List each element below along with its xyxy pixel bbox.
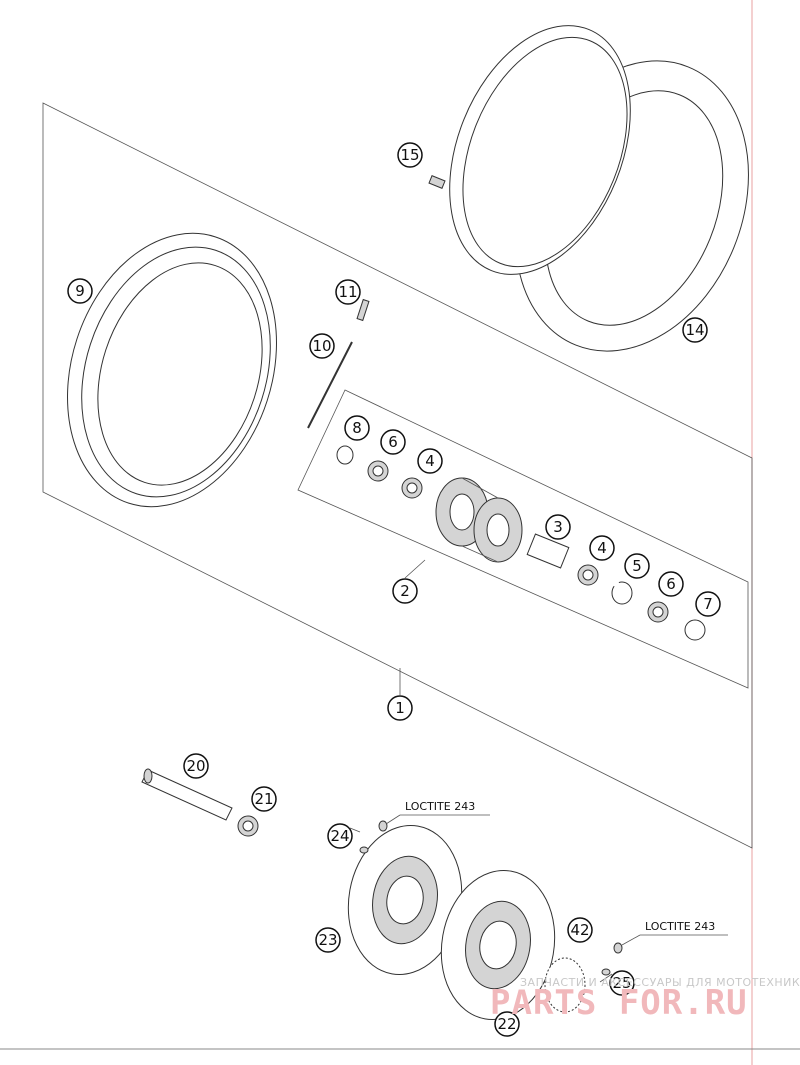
callout-22: 22 bbox=[494, 1011, 520, 1037]
callout-10: 10 bbox=[309, 333, 335, 359]
loctite-note-upper: LOCTITE 243 bbox=[405, 800, 475, 813]
spoke bbox=[307, 341, 353, 429]
assembly-frame-hub bbox=[297, 389, 749, 689]
assembly-frame-wheel bbox=[42, 102, 753, 849]
callout-11: 11 bbox=[335, 279, 361, 305]
callout-5: 5 bbox=[624, 553, 650, 579]
watermark-tagline: ЗАПЧАСТИ И АКСЕССУАРЫ ДЛЯ МОТОТЕХНИКИ bbox=[520, 976, 800, 989]
callout-25: 25 bbox=[609, 970, 635, 996]
screws bbox=[359, 820, 623, 976]
callout-25-text: 25 bbox=[612, 974, 631, 992]
callout-2-text: 2 bbox=[400, 582, 410, 600]
brake-disc-right bbox=[440, 870, 556, 1020]
callout-6b-text: 6 bbox=[666, 575, 676, 593]
callout-4a: 4 bbox=[417, 448, 443, 474]
callout-9-text: 9 bbox=[75, 282, 85, 300]
callout-8-text: 8 bbox=[352, 419, 362, 437]
callout-3: 3 bbox=[545, 514, 571, 540]
callout-11-text: 11 bbox=[338, 283, 357, 301]
callout-6a-text: 6 bbox=[388, 433, 398, 451]
callout-23-text: 23 bbox=[318, 931, 337, 949]
callout-21: 21 bbox=[251, 786, 277, 812]
hub bbox=[435, 477, 523, 563]
callout-10-text: 10 bbox=[312, 337, 331, 355]
rim bbox=[67, 232, 277, 508]
callout-6b: 6 bbox=[658, 571, 684, 597]
callout-23: 23 bbox=[315, 927, 341, 953]
hub-small-parts bbox=[336, 445, 706, 641]
callout-14-text: 14 bbox=[685, 321, 704, 339]
spoke-nipple bbox=[356, 298, 370, 322]
watermark-logo: PARTS FOR.RU bbox=[490, 983, 748, 1023]
leader-lines bbox=[349, 559, 728, 983]
callout-20-text: 20 bbox=[186, 757, 205, 775]
brake-disc-left bbox=[347, 825, 463, 975]
callout-15-text: 15 bbox=[400, 146, 419, 164]
sensor-ring bbox=[544, 957, 586, 1013]
axle-nut bbox=[237, 815, 259, 837]
callout-24-text: 24 bbox=[330, 827, 349, 845]
inner-tube bbox=[428, 25, 631, 275]
callout-42-text: 42 bbox=[570, 921, 589, 939]
callout-6a: 6 bbox=[380, 429, 406, 455]
callout-3-text: 3 bbox=[553, 518, 563, 536]
axle bbox=[141, 768, 233, 821]
callout-1: 1 bbox=[387, 695, 413, 721]
callout-21-text: 21 bbox=[254, 790, 273, 808]
callout-4b-text: 4 bbox=[597, 539, 607, 557]
callout-14: 14 bbox=[682, 317, 708, 343]
callout-24: 24 bbox=[327, 823, 353, 849]
callout-4a-text: 4 bbox=[425, 452, 435, 470]
callout-8: 8 bbox=[344, 415, 370, 441]
callout-1-text: 1 bbox=[395, 699, 405, 717]
callout-22-text: 22 bbox=[497, 1015, 516, 1033]
callout-2: 2 bbox=[392, 578, 418, 604]
callout-20: 20 bbox=[183, 753, 209, 779]
callout-5-text: 5 bbox=[632, 557, 642, 575]
loctite-note-lower: LOCTITE 243 bbox=[645, 920, 715, 933]
callout-4b: 4 bbox=[589, 535, 615, 561]
callout-42: 42 bbox=[567, 917, 593, 943]
callout-7-text: 7 bbox=[703, 595, 713, 613]
callout-15: 15 bbox=[397, 142, 423, 168]
callout-9: 9 bbox=[67, 278, 93, 304]
callout-7: 7 bbox=[695, 591, 721, 617]
